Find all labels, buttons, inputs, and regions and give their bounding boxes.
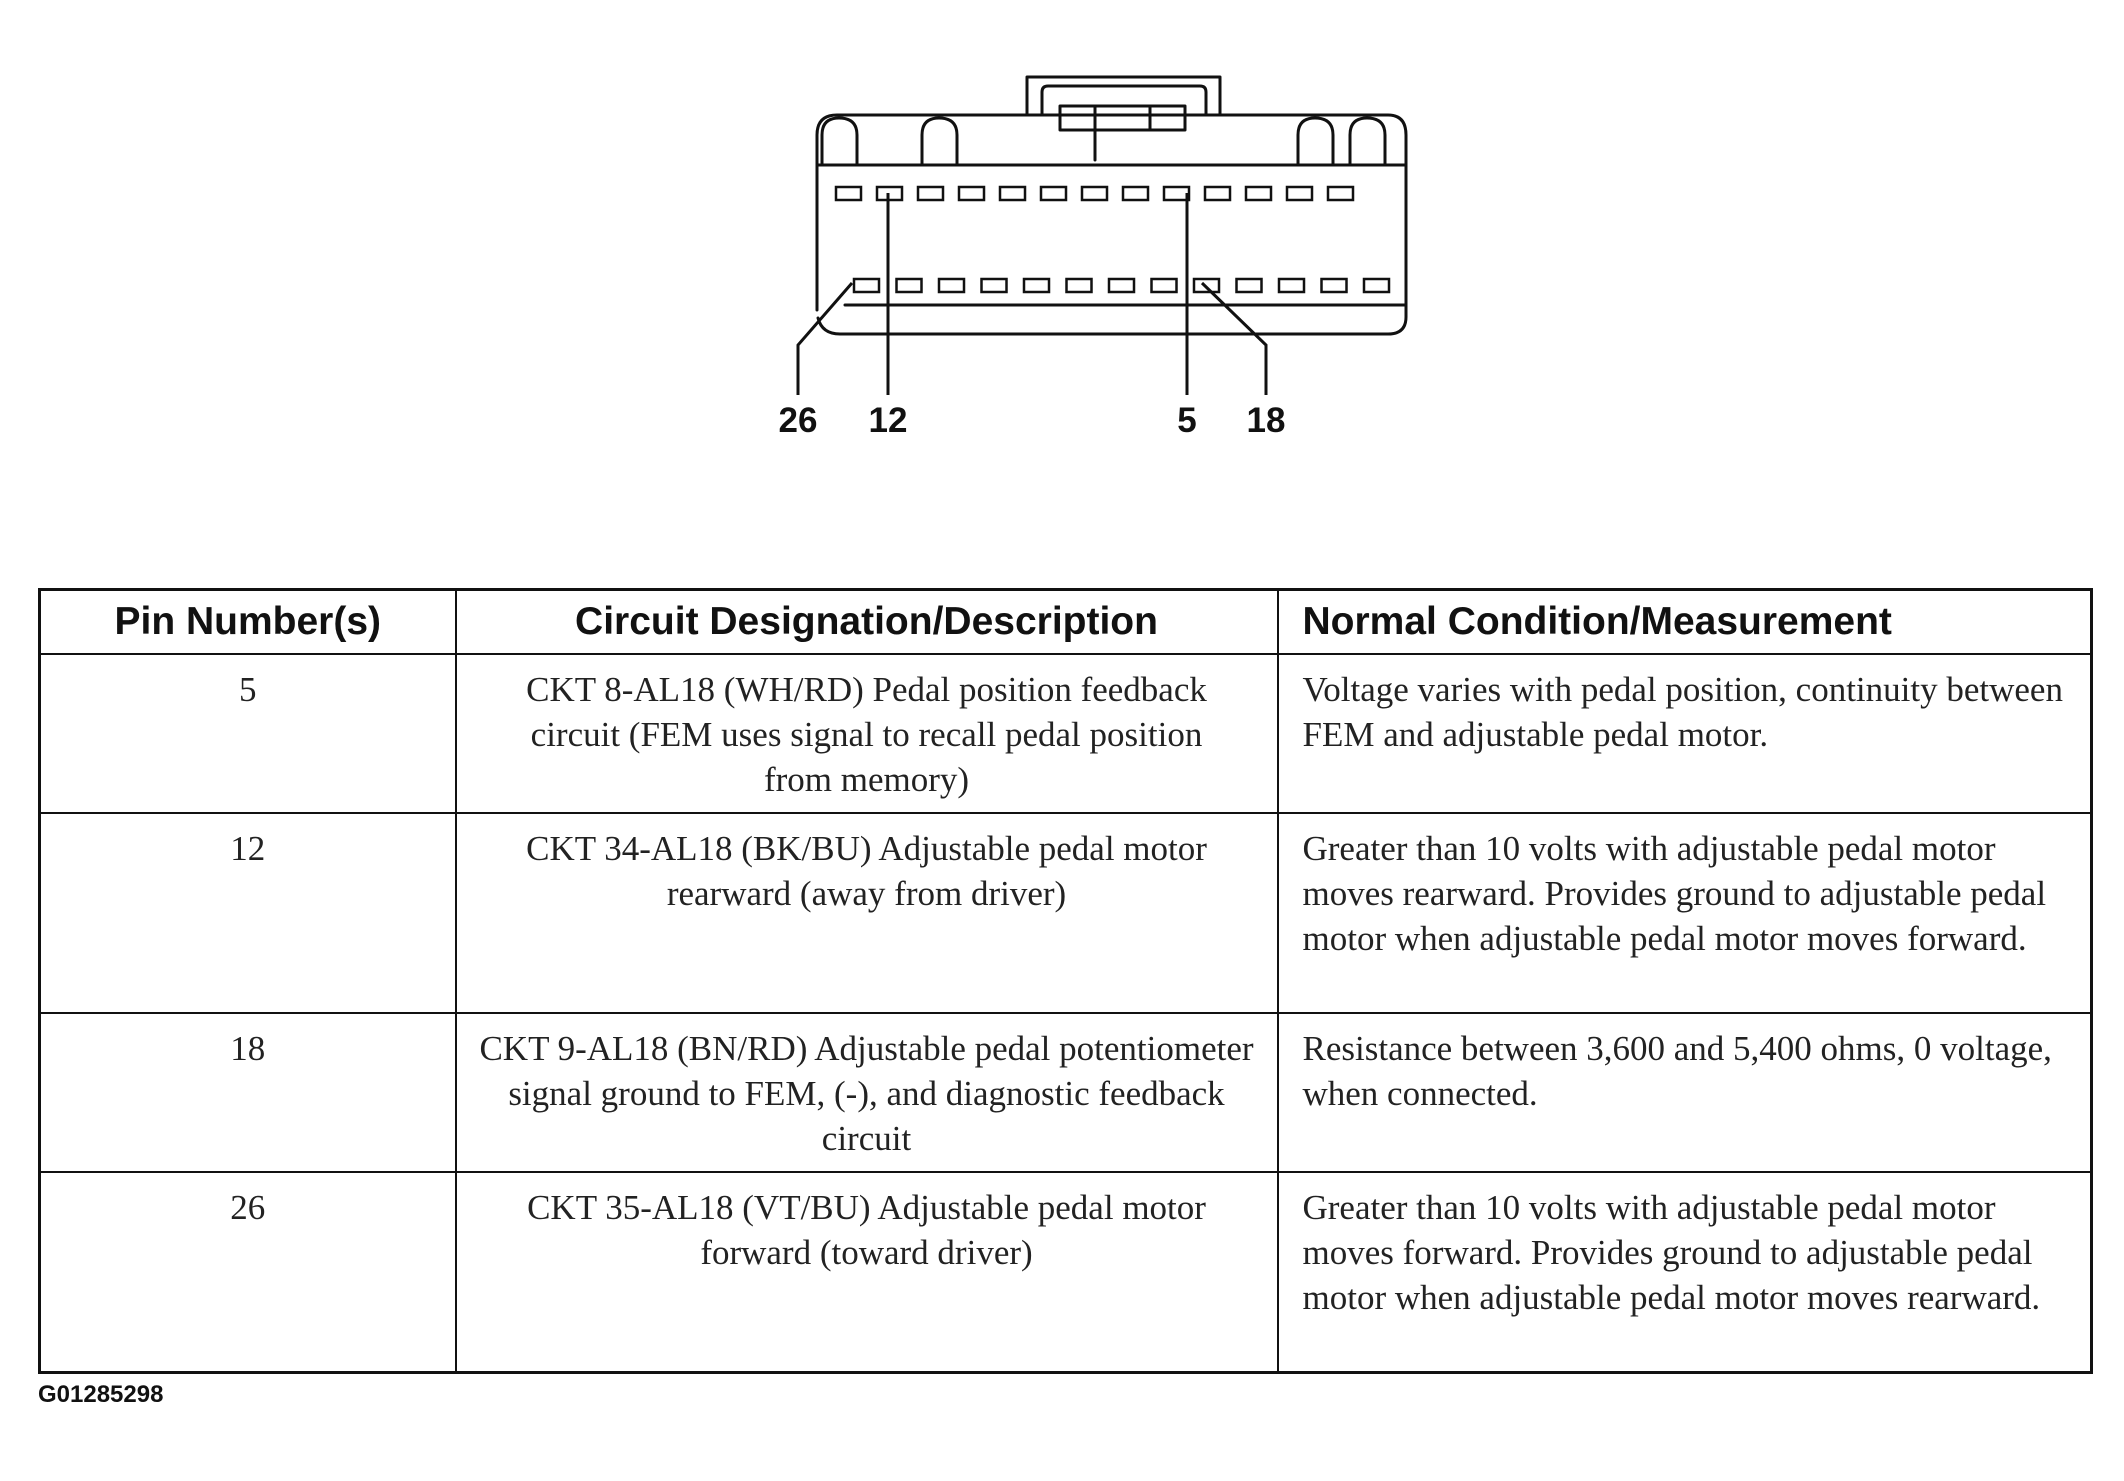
callout-label-12: 12 [869,401,908,440]
measurement-cell: Greater than 10 volts with adjustable pe… [1276,1171,2093,1373]
callout-label-18: 18 [1247,401,1286,440]
circuit-description-cell: CKT 34-AL18 (BK/BU) Adjustable pedal mot… [454,812,1279,1014]
connector-diagram: 26 12 5 18 [779,75,1408,440]
circuit-description-cell: CKT 35-AL18 (VT/BU) Adjustable pedal mot… [454,1171,1279,1373]
connector-hump-1 [820,116,859,167]
pin-table: Pin Number(s) Circuit Designation/Descri… [38,588,2093,1374]
connector-latch-tab [1058,104,1187,132]
pin-cavity [937,277,966,294]
pin-cavity [1121,185,1150,202]
pin-cavity [1326,185,1355,202]
connector-top-row [834,185,1355,202]
callout-leader-26 [796,282,854,395]
pin-cavity [1285,185,1314,202]
pin-cavity [1039,185,1068,202]
table-row: 12 CKT 34-AL18 (BK/BU) Adjustable pedal … [38,812,2093,1014]
pin-number-cell: 12 [38,812,457,1014]
callout-leader-18 [1200,281,1268,395]
figure-id: G01285298 [38,1381,164,1408]
pin-cavity [1203,185,1232,202]
connector-hump-2 [920,116,959,167]
table-row: 18 CKT 9-AL18 (BN/RD) Adjustable pedal p… [38,1012,2093,1173]
table-row: 5 CKT 8-AL18 (WH/RD) Pedal position feed… [38,653,2093,814]
circuit-description-cell: CKT 9-AL18 (BN/RD) Adjustable pedal pote… [454,1012,1279,1173]
pin-cavity [980,277,1008,294]
pin-cavity [1235,277,1263,294]
connector-latch-inner [1040,84,1208,117]
pin-cavity [1192,277,1221,294]
pin-cavity [1150,277,1178,294]
measurement-cell: Greater than 10 volts with adjustable pe… [1276,812,2093,1014]
pin-cavity [1320,277,1348,294]
circuit-description-cell: CKT 8-AL18 (WH/RD) Pedal position feedba… [454,653,1279,814]
header-circuit-description: Circuit Designation/Description [454,588,1279,655]
pin-table-header-row: Pin Number(s) Circuit Designation/Descri… [38,588,2093,655]
measurement-cell: Resistance between 3,600 and 5,400 ohms,… [1276,1012,2093,1173]
pin-cavity [998,185,1027,202]
pin-cavity [1107,277,1136,294]
connector-bottom-row [852,277,1391,294]
callout-label-5: 5 [1177,401,1196,440]
pin-cavity [834,185,863,202]
pin-cavity [1362,277,1391,294]
callout-label-26: 26 [779,401,818,440]
pin-cavity [1022,277,1051,294]
connector-body-outline [815,113,1408,336]
pin-cavity [895,277,923,294]
pin-cavity [957,185,986,202]
pin-cavity [1080,185,1109,202]
header-normal-condition: Normal Condition/Measurement [1276,588,2093,655]
pin-cavity [1277,277,1306,294]
connector-latch [1025,75,1222,117]
connector-hump-4 [1348,116,1387,167]
pin-number-cell: 26 [38,1171,457,1373]
measurement-cell: Voltage varies with pedal position, cont… [1276,653,2093,814]
table-row: 26 CKT 35-AL18 (VT/BU) Adjustable pedal … [38,1171,2093,1373]
pin-cavity [1244,185,1273,202]
pin-cavity [1065,277,1093,294]
pin-number-cell: 18 [38,1012,457,1173]
pin-cavity [916,185,945,202]
pin-cavity [852,277,881,294]
header-pin-numbers: Pin Number(s) [38,588,457,655]
pin-number-cell: 5 [38,653,457,814]
pin-cavity [1162,185,1191,202]
connector-hump-3 [1296,116,1335,167]
